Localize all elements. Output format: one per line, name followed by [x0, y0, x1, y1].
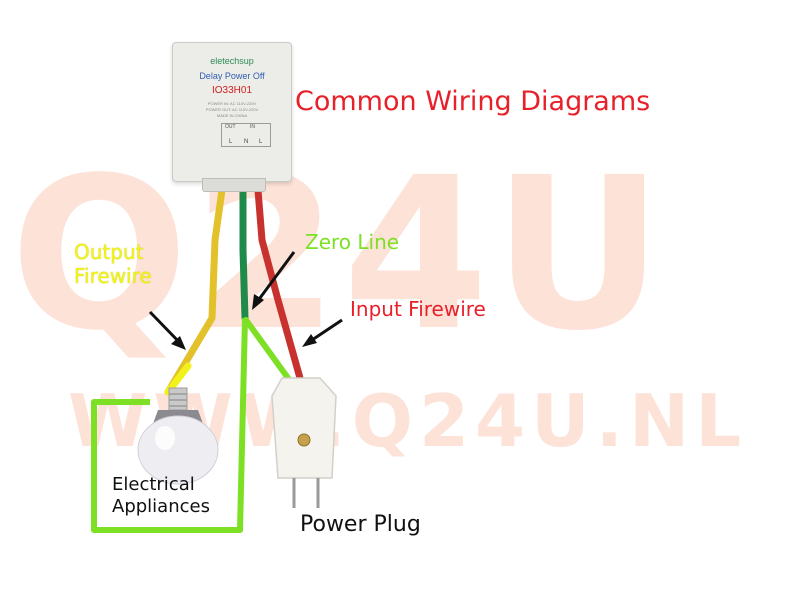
zero-line-label: Zero Line — [305, 230, 400, 254]
light-bulb-icon — [137, 387, 219, 485]
green-wire — [239, 186, 249, 322]
electrical-appliances-line: Appliances — [112, 495, 210, 517]
terminal-cell: L — [229, 139, 233, 145]
input-arrow — [302, 318, 343, 347]
yellow-wire — [164, 186, 226, 396]
module-model: IO33H01 — [211, 85, 253, 96]
terminal-out-header: OUT — [225, 124, 236, 130]
output-arrow — [148, 310, 186, 350]
red-wire — [254, 186, 304, 382]
module-cable-gland — [202, 178, 266, 192]
electrical-appliances-line: Electrical — [112, 474, 195, 495]
delay-relay-module: eletechsup Delay Power Off IO33H01 POWER… — [172, 42, 292, 192]
neutral-branch-wire — [243, 317, 291, 381]
module-housing: eletechsup Delay Power Off IO33H01 POWER… — [172, 42, 292, 182]
module-spec-line: POWER OUT: AC 110V-220V — [205, 107, 259, 112]
module-name: Delay Power Off — [199, 71, 265, 81]
module-spec-line: MADE IN CHINA — [216, 113, 248, 118]
terminal-cell: N — [244, 139, 249, 145]
module-brand: eletechsup — [210, 56, 254, 66]
power-plug-label: Power Plug — [300, 512, 421, 537]
zero-arrow — [252, 251, 296, 310]
power-plug-icon — [271, 377, 337, 508]
terminal-block: OUT IN L N L — [221, 123, 271, 147]
terminal-in-header: IN — [250, 124, 255, 130]
terminal-cell: L — [259, 139, 263, 145]
output-firewire-line: Output — [74, 240, 144, 264]
neutral-loop-wire — [91, 317, 248, 533]
electrical-appliances-label: Electrical Appliances — [112, 474, 210, 517]
module-spec-line: POWER IN: AC 110V-220V — [207, 101, 257, 106]
input-firewire-label: Input Firewire — [350, 297, 486, 321]
output-firewire-line: Firewire — [74, 264, 152, 288]
output-firewire-label: Output Firewire — [74, 240, 152, 288]
diagram-title: Common Wiring Diagrams — [295, 86, 651, 117]
